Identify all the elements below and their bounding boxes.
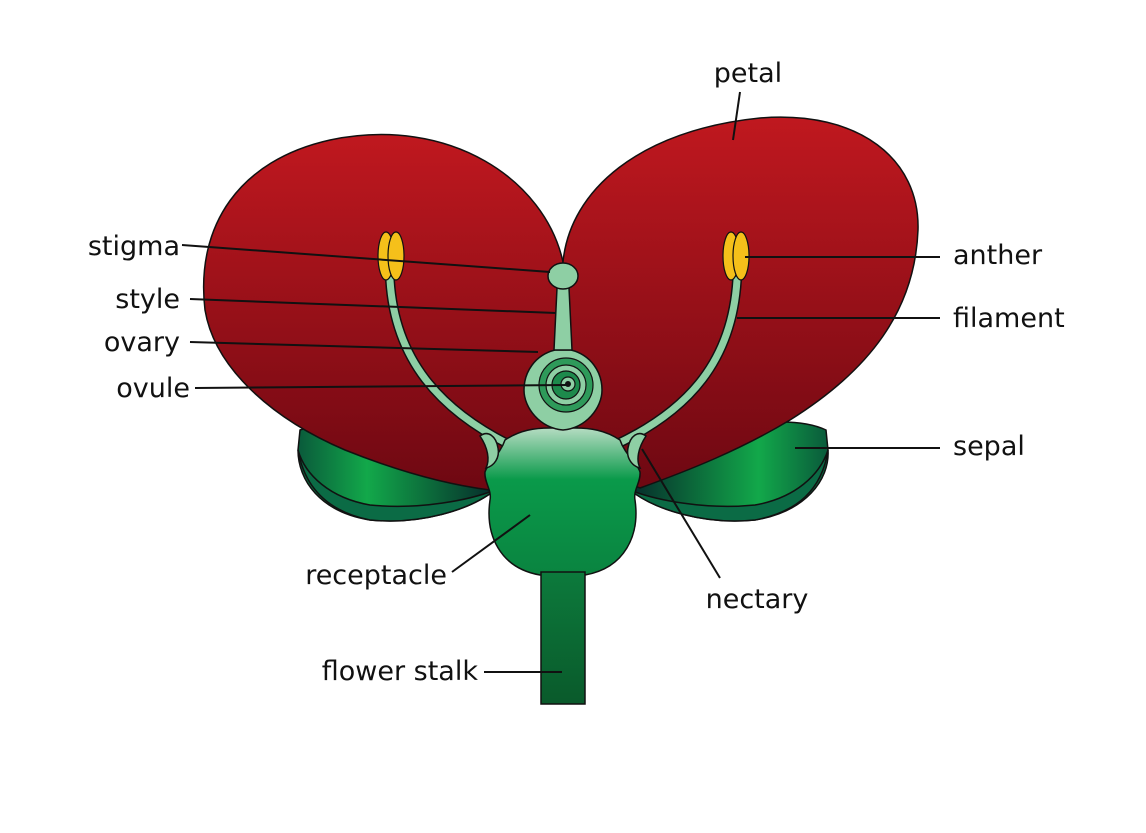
receptacle xyxy=(484,427,641,576)
label-ovary: ovary xyxy=(104,327,180,358)
ovary-leader xyxy=(189,341,539,353)
anther-right xyxy=(722,231,750,281)
receptacle-leader xyxy=(451,514,531,573)
label-ovule: ovule xyxy=(116,373,190,404)
ovule xyxy=(538,357,594,413)
label-nectary: nectary xyxy=(706,584,809,615)
label-stigma: stigma xyxy=(88,231,180,262)
label-sepal: sepal xyxy=(953,431,1025,462)
anther-left xyxy=(377,231,405,281)
stigma-leader xyxy=(181,244,551,273)
nectary-right xyxy=(626,432,648,470)
label-receptacle: receptacle xyxy=(305,560,447,591)
label-style: style xyxy=(115,284,180,315)
stigma xyxy=(547,262,579,290)
style xyxy=(553,287,573,351)
style-leader xyxy=(189,298,557,314)
petal-right xyxy=(561,116,919,489)
flower-stalk xyxy=(540,571,586,705)
label-petal: petal xyxy=(714,58,782,89)
label-flower-stalk: flower stalk xyxy=(322,656,479,687)
ovule-leader xyxy=(194,384,567,389)
nectary-left xyxy=(478,432,500,470)
label-anther: anther xyxy=(953,240,1043,271)
petal-leader xyxy=(732,91,741,141)
label-filament: filament xyxy=(953,303,1065,334)
nectary-leader xyxy=(641,448,721,579)
